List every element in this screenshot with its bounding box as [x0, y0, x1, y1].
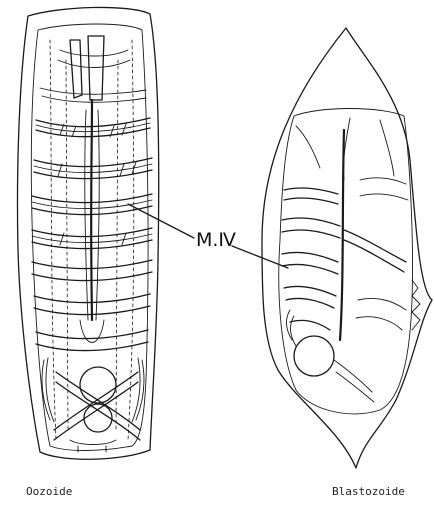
oozoide-drawing [17, 7, 158, 459]
blastozoide-muscle-bands [282, 188, 340, 330]
callout-label: M.Ⅳ [196, 229, 236, 251]
oozoide-caption: Oozoide [26, 485, 72, 498]
blastozoide-drawing [262, 28, 432, 468]
blastozoide-caption: Blastozoide [332, 485, 405, 498]
muscle-iv-callout: M.Ⅳ [128, 204, 288, 268]
